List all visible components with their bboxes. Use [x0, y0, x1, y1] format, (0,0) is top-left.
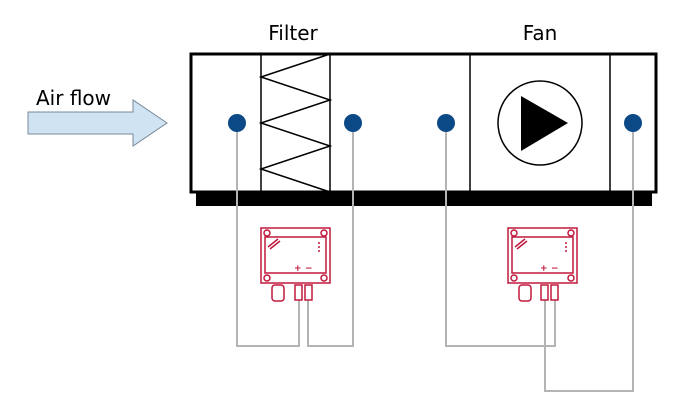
pressure-port-3	[437, 114, 455, 132]
sensor-minus-label: −	[551, 264, 559, 274]
sensor-plus-label: +	[294, 264, 302, 274]
pressure-port-4	[624, 114, 642, 132]
airflow-arrow	[27, 99, 168, 147]
pressure-sensor-filter: + −	[260, 227, 331, 302]
fan-label: Fan	[523, 21, 558, 45]
airflow-label: Air flow	[36, 86, 111, 110]
pressure-port-1	[228, 114, 246, 132]
sensor-plus-label: +	[540, 264, 548, 274]
filter-label: Filter	[268, 21, 318, 45]
tube-fan-downstream	[544, 123, 634, 392]
filter-icon	[258, 53, 333, 193]
sensor-minus-label: −	[305, 264, 313, 274]
tube-filter-upstream	[236, 123, 300, 347]
pressure-sensor-fan: + −	[507, 227, 578, 302]
tube-fan-upstream	[445, 123, 556, 347]
unit-base	[196, 192, 652, 206]
pressure-port-2	[344, 114, 362, 132]
fan-play-triangle	[521, 96, 568, 151]
tube-filter-downstream	[307, 123, 354, 347]
